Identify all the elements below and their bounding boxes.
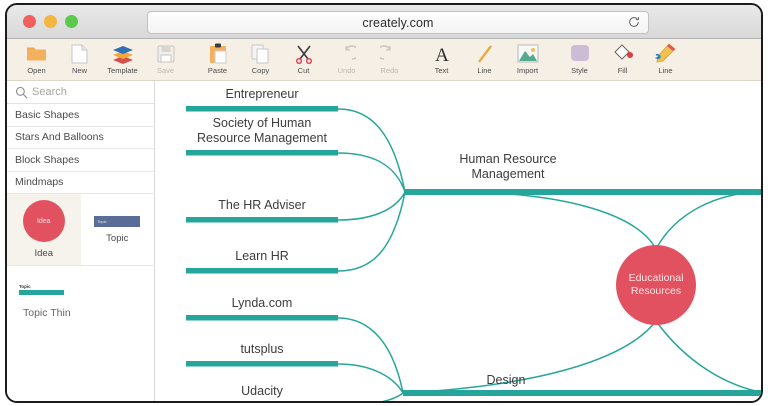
mindmap-node-label[interactable]: Society of Human Resource Management [197,116,327,145]
paint-bucket-icon [612,42,634,65]
mindmap-connectors [186,106,761,401]
undo-icon [337,42,356,65]
app-toolbar: Open New Template Save [7,39,761,81]
close-window-button[interactable] [23,15,36,28]
toolbar-label: Cut [297,66,310,75]
diagonal-line-icon [476,42,494,65]
pencil-icon [654,42,677,65]
toolbar-button-fill[interactable]: Fill [601,39,644,81]
app-body: Search Basic Shapes Stars And Balloons B… [7,81,761,401]
folder-icon [26,42,47,65]
zoom-window-button[interactable] [65,15,78,28]
toolbar-label: Template [107,66,138,75]
shape-inner-label: Idea [36,217,51,225]
mindmap-node-label[interactable]: Entrepreneur [225,87,299,101]
toolbar-label: New [71,66,87,75]
scissors-icon [294,42,314,65]
toolbar-label: Fill [617,66,628,75]
toolbar-button-open[interactable]: Open [15,39,58,81]
search-placeholder: Search [32,86,67,98]
category-label: Block Shapes [15,153,80,166]
category-label: Stars And Balloons [15,131,104,144]
toolbar-label: Undo [337,66,356,75]
copy-icon [251,42,270,65]
shape-caption: Topic [106,232,129,244]
toolbar-button-redo[interactable]: Redo [368,39,411,81]
page-icon [71,42,88,65]
search-input[interactable]: Search [7,81,154,104]
url-text: creately.com [362,15,434,30]
minimize-window-button[interactable] [44,15,57,28]
mindmap-node-label[interactable]: Human Resource Management [459,152,557,181]
toolbar-button-import[interactable]: Import [506,39,549,81]
toolbar-button-undo[interactable]: Undo [325,39,368,81]
toolbar-label: Paste [207,66,228,75]
toolbar-label: Redo [380,66,399,75]
layers-icon [111,42,135,65]
category-label: Basic Shapes [15,108,80,121]
toolbar-label: Line [658,66,673,75]
browser-window: creately.com Open New [5,3,763,403]
toolbar-button-line-style[interactable]: Line [644,39,687,81]
sidebar-item-basic-shapes[interactable]: Basic Shapes [7,104,154,127]
mindmap-center-node [616,245,696,325]
mindmap-node-label[interactable]: tutsplus [240,342,284,356]
address-bar[interactable]: creately.com [147,11,649,34]
shape-inner-label: Topic [19,284,31,289]
title-bar: creately.com [7,5,761,39]
toolbar-label: Save [156,66,175,75]
sidebar-item-block-shapes[interactable]: Block Shapes [7,149,154,172]
toolbar-button-template[interactable]: Template [101,39,144,81]
traffic-lights [23,15,78,28]
mindmap-node-label[interactable]: Lynda.com [231,296,293,310]
toolbar-label: Text [434,66,449,75]
toolbar-label: Open [27,66,46,75]
mindmap-node-label[interactable]: Design [486,373,526,387]
search-icon [15,86,28,99]
toolbar-button-text[interactable]: A Text [420,39,463,81]
category-label: Mindmaps [15,176,64,189]
mindmap-node-label[interactable]: The HR Adviser [218,198,306,212]
toolbar-label: Import [516,66,539,75]
toolbar-button-copy[interactable]: Copy [239,39,282,81]
shape-item-idea[interactable]: Idea Idea [7,194,81,266]
shapes-sidebar: Search Basic Shapes Stars And Balloons B… [7,81,155,401]
shape-caption: Topic Thin [23,307,71,319]
rounded-swatch-icon [569,42,591,65]
sidebar-item-mindmaps[interactable]: Mindmaps [7,172,154,194]
mindmap-node-label[interactable]: Learn HR [235,249,289,263]
clipboard-icon [209,42,227,65]
mindmap-canvas[interactable]: Entrepreneur Society of Human Resource M… [155,81,761,401]
toolbar-button-save[interactable]: Save [144,39,187,81]
toolbar-button-style[interactable]: Style [558,39,601,81]
toolbar-button-new[interactable]: New [58,39,101,81]
mindmap-branch-bars [186,106,761,396]
toolbar-label: Style [571,66,588,75]
toolbar-label: Line [477,66,492,75]
svg-text:A: A [435,45,449,64]
toolbar-button-line[interactable]: Line [463,39,506,81]
mindmap-node-label[interactable]: Udacity [241,384,283,398]
topic-thin-bar-preview [19,290,64,295]
reload-icon[interactable] [627,15,641,29]
toolbar-label: Copy [251,66,270,75]
image-icon [517,42,539,65]
shape-item-topic[interactable]: Topic Topic [80,194,154,266]
redo-icon [380,42,399,65]
floppy-icon [157,42,175,65]
shape-inner-label: Topic [97,218,107,224]
text-a-icon: A [433,42,451,65]
toolbar-button-paste[interactable]: Paste [196,39,239,81]
mindmap-center-label[interactable]: Educational Resources [628,272,684,297]
sidebar-item-stars-and-balloons[interactable]: Stars And Balloons [7,127,154,149]
toolbar-button-cut[interactable]: Cut [282,39,325,81]
shape-caption: Idea [34,248,54,259]
shape-palette: Idea Idea Topic Topic [7,194,154,266]
idea-circle-preview: Idea [22,200,65,242]
shape-item-topic-thin[interactable]: Topic Topic Thin [7,266,154,319]
topic-rect-preview: Topic [94,215,141,227]
